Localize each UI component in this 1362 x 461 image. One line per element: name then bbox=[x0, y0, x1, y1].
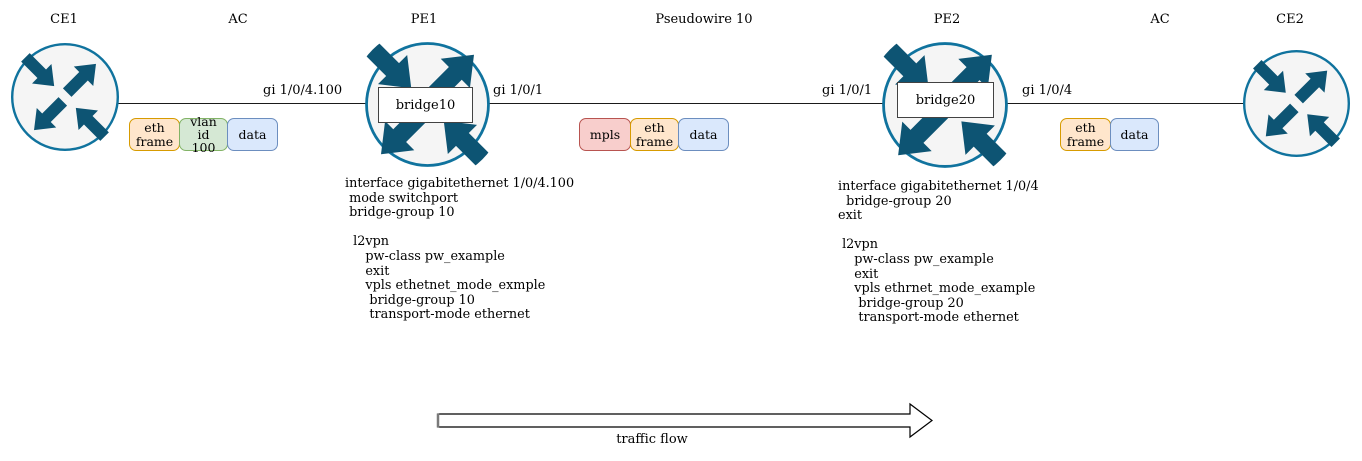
link-pe2-ce2 bbox=[1006, 103, 1245, 104]
label-ac-right: AC bbox=[1150, 12, 1170, 27]
frame-group-pseudowire: mpls eth frame data bbox=[579, 118, 729, 151]
pe2-config-text: interface gigabitethernet 1/0/4 bridge-g… bbox=[838, 179, 1039, 326]
router-icon bbox=[10, 42, 120, 152]
router-ce2 bbox=[1242, 49, 1351, 158]
link-ce1-pe1 bbox=[118, 103, 366, 104]
label-pseudowire: Pseudowire 10 bbox=[655, 12, 753, 27]
frame-group-ac-left: eth frame vlan id 100 data bbox=[129, 115, 278, 154]
label-ce1: CE1 bbox=[50, 12, 78, 27]
label-pe2: PE2 bbox=[933, 12, 961, 27]
label-gi-pe2-right: gi 1/0/4 bbox=[1022, 83, 1073, 98]
label-gi-ce1-pe1: gi 1/0/4.100 bbox=[263, 83, 343, 98]
link-pe1-pe2 bbox=[488, 103, 884, 104]
frame-eth: eth frame bbox=[1060, 118, 1111, 151]
label-pe1: PE1 bbox=[410, 12, 438, 27]
label-ac-left: AC bbox=[228, 12, 248, 27]
label-gi-pe2-left: gi 1/0/1 bbox=[822, 83, 873, 98]
router-ce1 bbox=[10, 42, 120, 152]
frame-eth: eth frame bbox=[630, 118, 679, 151]
label-ce2: CE2 bbox=[1276, 12, 1304, 27]
frame-data: data bbox=[227, 118, 278, 151]
frame-eth: eth frame bbox=[129, 118, 180, 151]
label-gi-pe1-right: gi 1/0/1 bbox=[493, 83, 544, 98]
frame-data: data bbox=[678, 118, 729, 151]
router-icon bbox=[1242, 49, 1351, 158]
frame-vlan: vlan id 100 bbox=[179, 115, 228, 154]
bridge10-box: bridge10 bbox=[378, 87, 473, 123]
pe1-config-text: interface gigabitethernet 1/0/4.100 mode… bbox=[345, 176, 575, 323]
frame-data: data bbox=[1110, 118, 1159, 151]
bridge20-box: bridge20 bbox=[897, 82, 994, 118]
traffic-flow-label: traffic flow bbox=[616, 432, 688, 447]
frame-group-ac-right: eth frame data bbox=[1060, 118, 1159, 151]
traffic-flow-arrow bbox=[436, 402, 933, 439]
frame-mpls: mpls bbox=[579, 118, 631, 151]
